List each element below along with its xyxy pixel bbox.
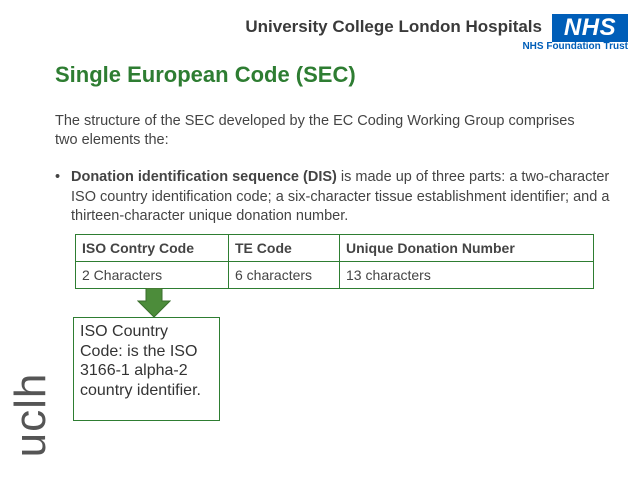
nhs-logo: NHS [552,14,628,42]
table-row: 2 Characters 6 characters 13 characters [75,261,594,289]
table-cell: 6 characters [228,261,340,289]
uclh-side-logo: uclh [6,360,55,470]
org-name: University College London Hospitals [245,17,542,36]
table-header-cell: Unique Donation Number [339,234,594,262]
bullet-bold-term: Donation identification sequence (DIS) [71,169,337,185]
slide-title: Single European Code (SEC) [55,62,356,87]
bullet-rest: is made up of three parts: a two-charact… [71,169,610,224]
bullet-marker: • [55,169,61,185]
trust-label: NHS Foundation Trust [522,41,628,52]
header-logo: University College London Hospitals NHS … [245,14,628,54]
bullet-item: • Donation identification sequence (DIS)… [55,168,615,227]
iso-note-box: ISO Country Code: is the ISO 3166-1 alph… [73,317,220,421]
intro-text: The structure of the SEC developed by th… [55,113,575,148]
uclh-logo-text: uclh [6,372,55,458]
table-header-cell: TE Code [228,234,340,262]
table-header-row: ISO Contry Code TE Code Unique Donation … [75,234,594,262]
table-header-cell: ISO Contry Code [75,234,229,262]
table-cell: 13 characters [339,261,594,289]
table-cell: 2 Characters [75,261,229,289]
bullet-text: Donation identification sequence (DIS) i… [71,168,615,227]
sec-structure-table: ISO Contry Code TE Code Unique Donation … [75,234,594,289]
down-arrow-icon [137,288,171,318]
